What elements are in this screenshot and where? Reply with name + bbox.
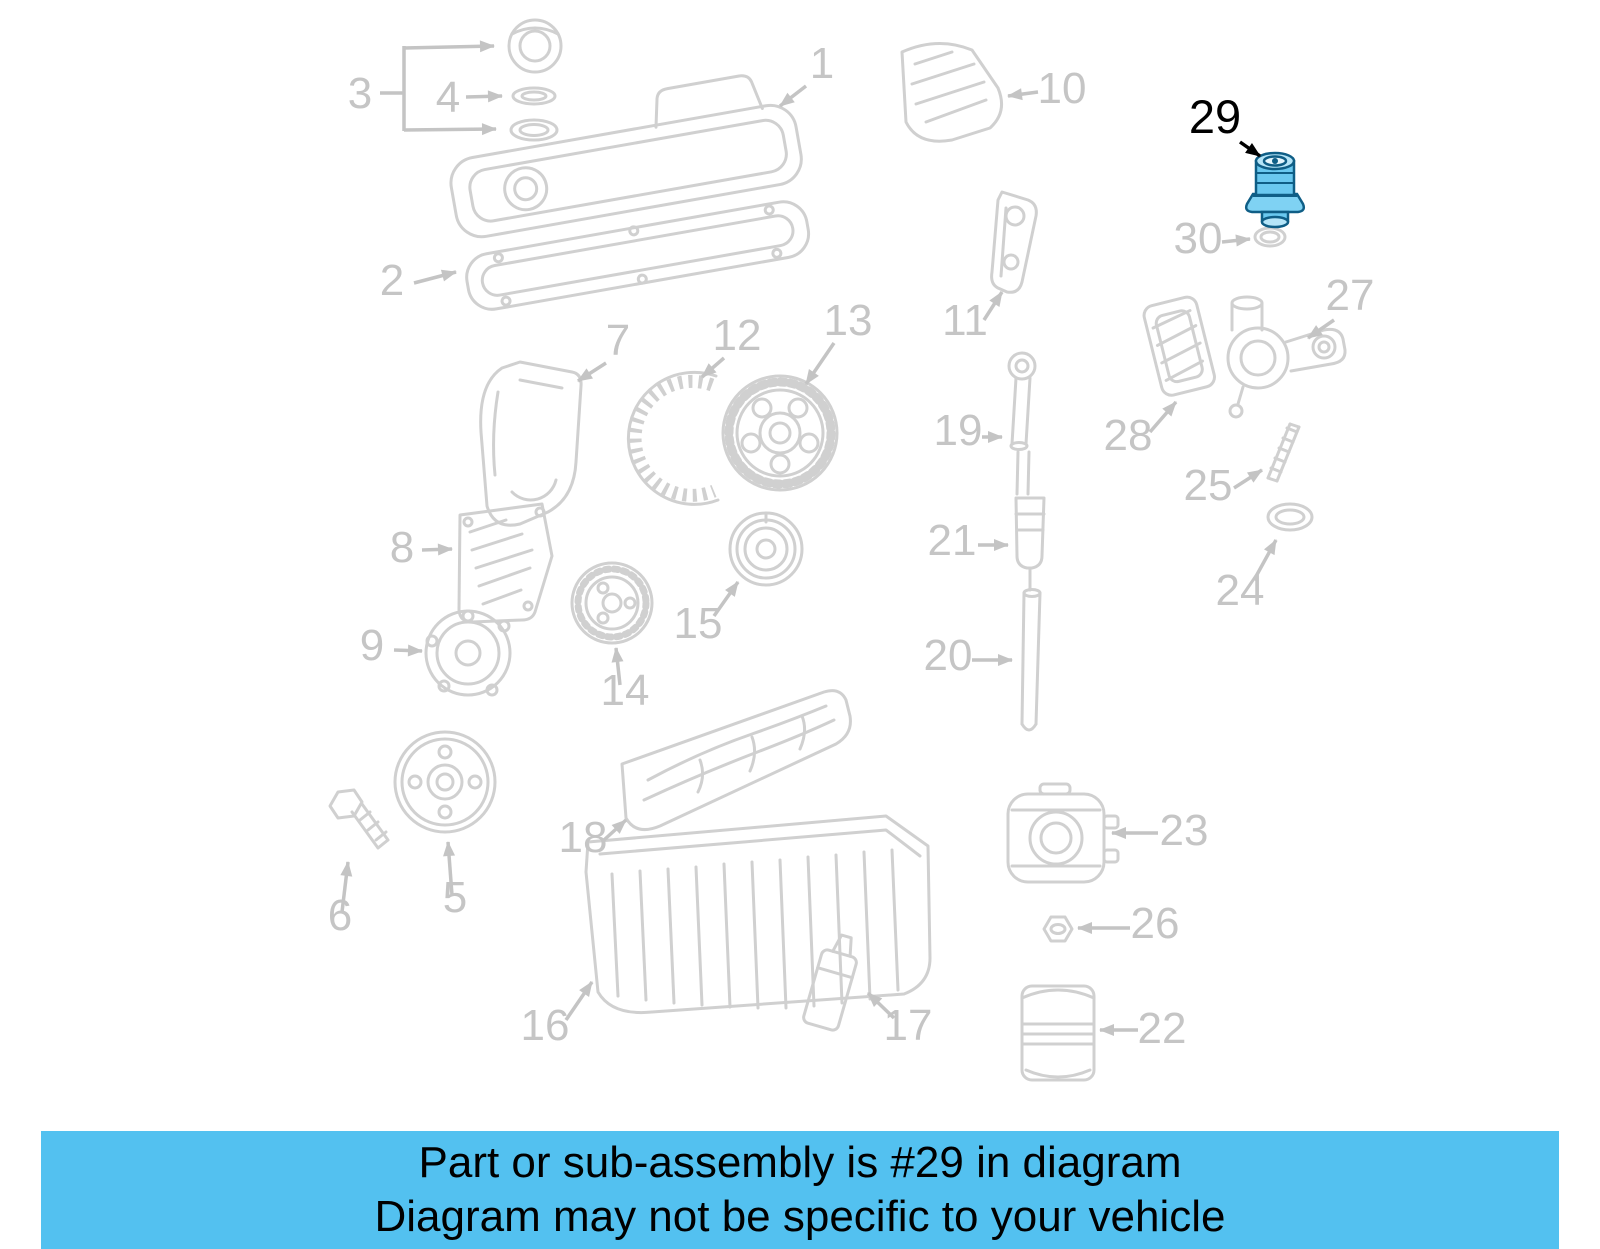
part-30-o-ring-small <box>1253 226 1287 248</box>
callout-arrow-4 <box>465 90 503 103</box>
part-7-timing-cover-front <box>479 360 583 527</box>
part-14-intermediate-sprocket <box>570 561 654 645</box>
part-6-pulley-bolt <box>328 788 390 850</box>
callout-labels: 1 2 3 4 5 6 7 8 9 10 11 12 13 14 15 16 1… <box>328 39 1375 1053</box>
part-5-crankshaft-pulley <box>393 730 497 834</box>
callout-arrow-5 <box>443 841 456 896</box>
callout-arrow-17 <box>866 991 896 1020</box>
part-10-timing-cover-rear-upper <box>900 41 1004 143</box>
callout-arrow-27 <box>1307 318 1335 340</box>
callout-arrow-10 <box>1007 88 1039 101</box>
callout-arrow-3b <box>403 123 497 136</box>
part-16-oil-pan <box>584 814 932 1015</box>
part-9-seal-flange <box>424 609 512 697</box>
callout-arrow-3a <box>403 40 495 53</box>
callout-label-17: 17 <box>884 1001 933 1050</box>
callout-label-11: 11 <box>942 296 988 345</box>
callout-label-3: 3 <box>348 69 372 118</box>
callout-arrow-8 <box>421 543 453 556</box>
part-21-dipstick-tube-mid <box>1014 496 1046 592</box>
callout-arrow-14 <box>611 647 624 686</box>
callout-arrow-18 <box>602 818 628 842</box>
callout-label-30: 30 <box>1174 214 1223 263</box>
part-12-timing-belt <box>626 370 720 506</box>
callout-arrow-28 <box>1148 400 1178 434</box>
callout-arrow-15 <box>712 580 740 618</box>
part-26-plug <box>1042 915 1074 943</box>
callout-label-1: 1 <box>810 39 834 88</box>
part-2-valve-cover-gasket <box>465 200 811 311</box>
callout-label-9: 9 <box>360 621 384 670</box>
callout-label-21: 21 <box>928 516 977 565</box>
callout-label-20: 20 <box>924 631 973 680</box>
callout-label-15: 15 <box>674 599 723 648</box>
part-24-o-ring <box>1266 502 1314 532</box>
callout-label-2: 2 <box>380 256 404 305</box>
part-13-camshaft-gear <box>721 374 839 492</box>
banner-line-2: Diagram may not be specific to your vehi… <box>374 1192 1226 1241</box>
part-19-dipstick-funnel <box>1007 351 1037 496</box>
callout-arrow-30 <box>1221 234 1251 247</box>
callout-arrow-2 <box>413 269 457 285</box>
callout-label-22: 22 <box>1138 1004 1187 1053</box>
callout-arrow-24 <box>1252 539 1278 581</box>
callout-arrow-25 <box>1233 468 1263 490</box>
callout-arrow-13 <box>804 342 836 385</box>
callout-arrow-6 <box>340 861 353 913</box>
callout-label-4: 4 <box>436 73 460 122</box>
part-8-timing-cover-lower <box>457 502 554 624</box>
callout-label-27: 27 <box>1326 271 1375 320</box>
callout-label-28: 28 <box>1104 411 1153 460</box>
callout-label-7: 7 <box>606 316 630 365</box>
callout-label-10: 10 <box>1038 64 1087 113</box>
part-18-baffle-plate <box>620 689 852 832</box>
callout-arrow-29 <box>1238 140 1262 158</box>
callout-label-19: 19 <box>934 406 983 455</box>
callout-label-18: 18 <box>559 813 608 862</box>
callout-label-29-highlighted: 29 <box>1189 90 1241 143</box>
part-3-4-oil-cap-and-seals <box>507 18 563 142</box>
callout-label-23: 23 <box>1160 806 1209 855</box>
part-22-oil-filter <box>1020 984 1096 1082</box>
callout-label-14: 14 <box>601 666 650 715</box>
part-25-stud <box>1266 422 1301 483</box>
callout-label-8: 8 <box>390 523 414 572</box>
callout-label-12: 12 <box>713 311 762 360</box>
part-17-sealant-tube <box>802 933 858 1032</box>
callout-arrow-1 <box>778 84 808 108</box>
callout-label-24: 24 <box>1216 566 1265 615</box>
callout-label-16: 16 <box>521 1001 570 1050</box>
callout-arrow-11 <box>982 291 1004 321</box>
part-1-valve-cover <box>449 74 803 239</box>
part-20-dipstick-tube-lower <box>1020 588 1042 732</box>
callout-arrow-9 <box>393 644 423 657</box>
callout-label-13: 13 <box>824 296 873 345</box>
part-23-oil-cooler <box>1006 782 1120 884</box>
callout-arrow-16 <box>564 981 594 1021</box>
callout-label-25: 25 <box>1184 461 1233 510</box>
part-15-crankshaft-sprocket <box>728 511 804 587</box>
callout-arrow-7 <box>577 361 607 383</box>
callout-label-26: 26 <box>1131 899 1180 948</box>
part-27-oil-pump-assembly <box>1142 295 1347 419</box>
part-11-tensioner <box>990 190 1038 294</box>
info-banner: Part or sub-assembly is #29 in diagram D… <box>41 1131 1559 1249</box>
callout-label-6: 6 <box>328 891 352 940</box>
callout-arrow-12 <box>700 356 726 379</box>
banner-line-1: Part or sub-assembly is #29 in diagram <box>418 1138 1182 1188</box>
callout-bracket-3 <box>380 46 406 131</box>
callout-label-5: 5 <box>443 873 467 922</box>
part-29-highlighted-oil-valve <box>1244 151 1306 229</box>
